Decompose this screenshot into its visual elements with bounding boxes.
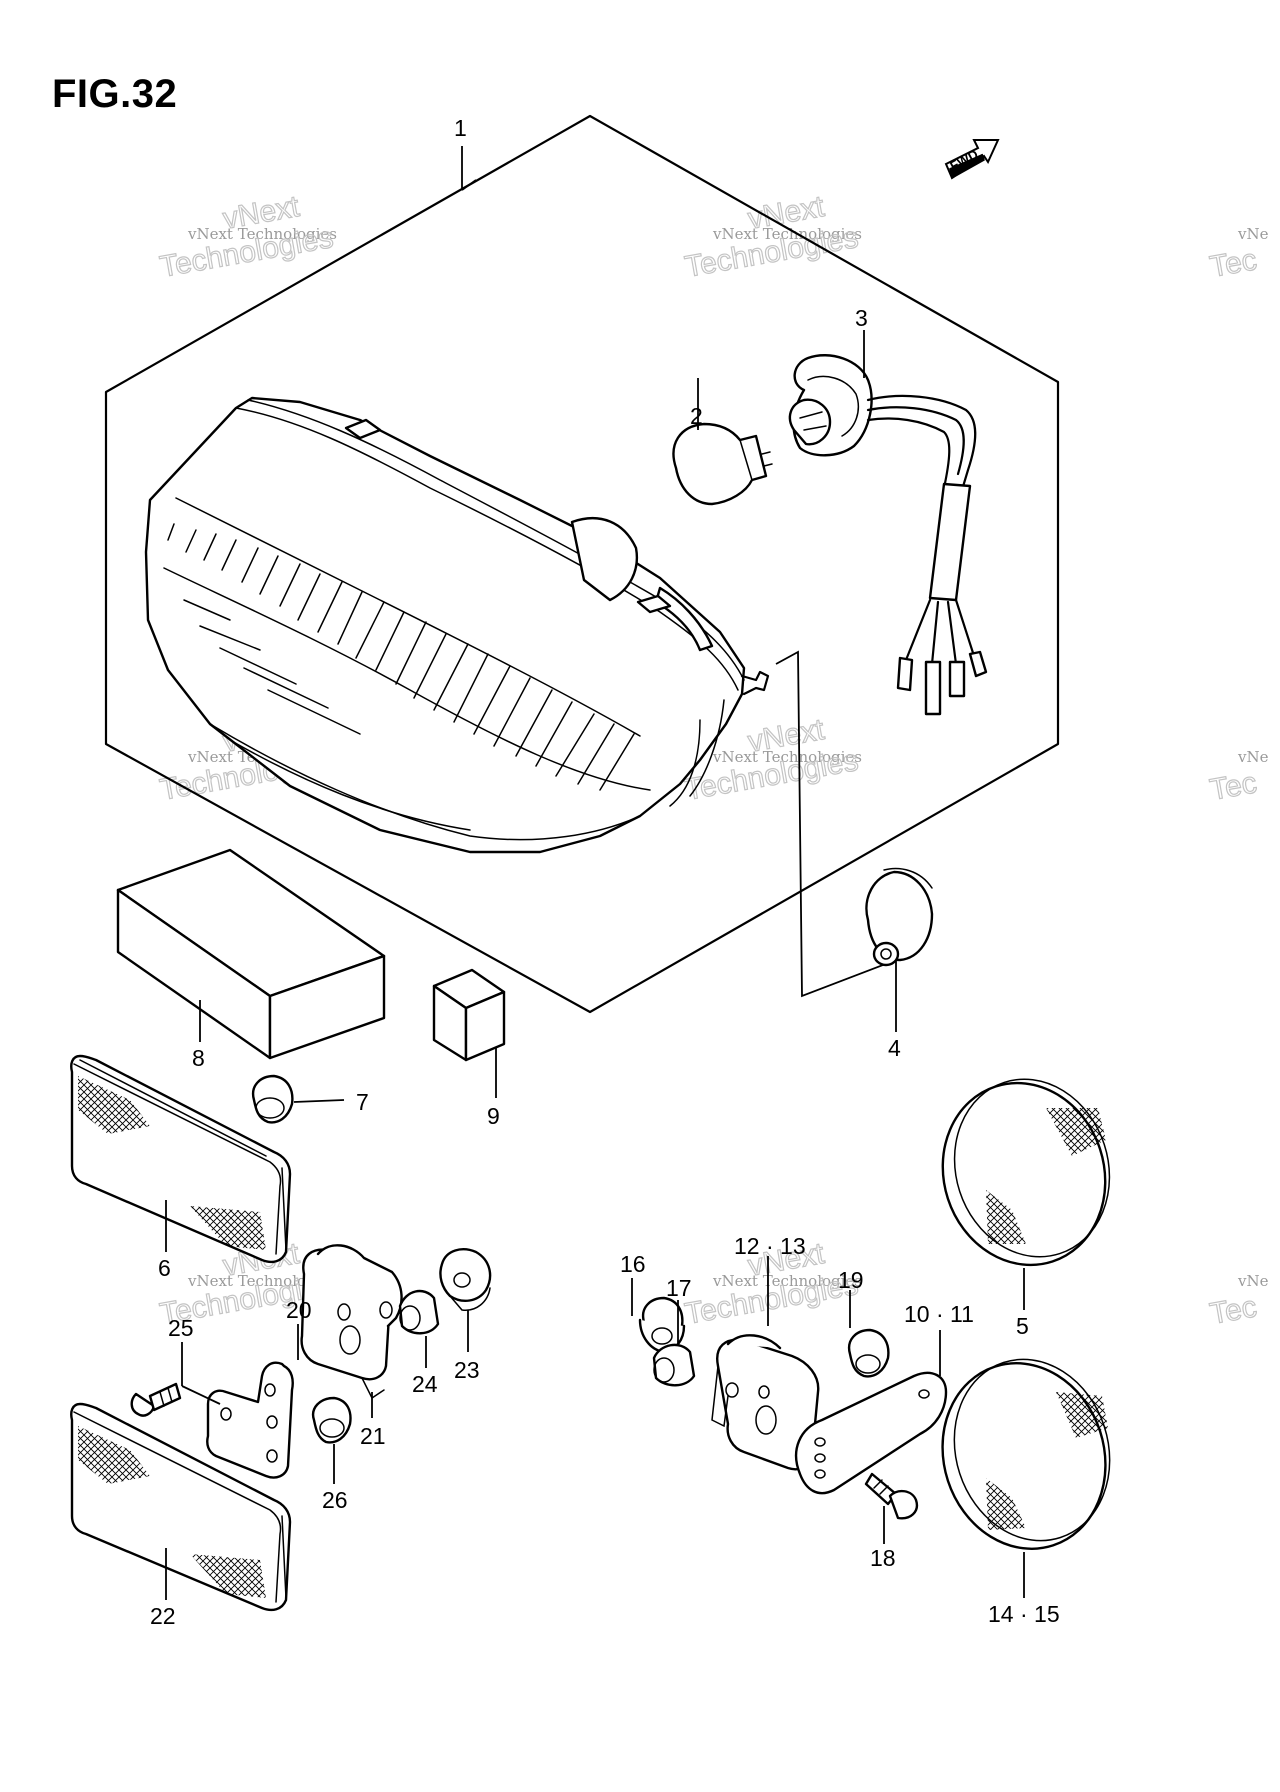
round-reflector-lower: [941, 1358, 1111, 1550]
leader-25-joint: [181, 1385, 221, 1405]
collar-17: [652, 1343, 696, 1387]
leader-1-joint: [461, 179, 477, 191]
leader-4-bracket: [775, 650, 897, 998]
watermark-tagline: vNext Technologies: [187, 225, 337, 243]
callout-12-13: 12 · 13: [734, 1233, 806, 1259]
leader-7: [293, 1099, 345, 1103]
watermark-tagline: vNext Technologies: [712, 225, 862, 243]
side-reflector-upper: [70, 1054, 292, 1264]
fwd-arrow-icon: FWD: [944, 139, 1000, 180]
round-reflector-upper: [941, 1078, 1111, 1267]
assembly-outline: [104, 114, 1060, 1014]
watermark-tagline-cut: vNe: [1237, 225, 1269, 243]
bulb: [672, 422, 773, 506]
callout-24: 24: [412, 1371, 438, 1397]
watermark-tagline: vNext Technologies: [712, 1272, 862, 1290]
nut-26: [311, 1396, 352, 1444]
watermark-brand-cut: Tec: [1207, 1290, 1259, 1331]
callout-2: 2: [690, 403, 703, 429]
callout-22: 22: [150, 1603, 176, 1629]
callout-4: 4: [888, 1035, 901, 1061]
collar-24: [398, 1289, 440, 1335]
callout-7: 7: [356, 1089, 369, 1115]
watermark-tagline-cut: vNe: [1237, 1272, 1269, 1290]
bracket-21: [300, 1244, 403, 1400]
callout-21: 21: [360, 1423, 386, 1449]
callout-14-15: 14 · 15: [988, 1601, 1060, 1627]
callout-23: 23: [454, 1357, 480, 1383]
watermark-tagline: vNext Technologies: [712, 748, 862, 766]
callout-6: 6: [158, 1255, 171, 1281]
callout-25: 25: [168, 1315, 194, 1341]
watermark-brand-cut: Tec: [1207, 766, 1259, 807]
figure-title: FIG.32: [52, 72, 178, 116]
screw-25: [130, 1382, 182, 1417]
nut-23: [439, 1248, 492, 1311]
callout-5: 5: [1016, 1313, 1029, 1339]
callout-26: 26: [322, 1487, 348, 1513]
cushion-cube: [432, 968, 506, 1062]
callout-19: 19: [838, 1267, 864, 1293]
plate-20: [206, 1361, 294, 1479]
socket-harness: [788, 354, 988, 716]
callout-17: 17: [666, 1275, 692, 1301]
callout-1: 1: [454, 115, 467, 141]
side-reflector-lower: [70, 1402, 292, 1612]
callouts: 1 2 3 4 5 6 7 8 9 10 · 11 12 · 13 14 · 1…: [150, 115, 1060, 1629]
foam-block: [116, 848, 386, 1060]
watermark-tagline-cut: vNe: [1237, 748, 1269, 766]
callout-10-11: 10 · 11: [904, 1301, 974, 1327]
callout-8: 8: [192, 1045, 205, 1071]
grommet: [865, 867, 934, 967]
callout-16: 16: [620, 1251, 646, 1277]
callout-18: 18: [870, 1545, 896, 1571]
screw-18: [864, 1472, 919, 1520]
nut-7: [251, 1074, 294, 1124]
plate-10-11: [795, 1371, 948, 1495]
watermark-row-1: vNext Technologies vNext Technologies vN…: [157, 189, 1269, 284]
callout-3: 3: [855, 305, 868, 331]
callout-9: 9: [487, 1103, 500, 1129]
watermark-tagline: vNext Technologies: [187, 1272, 337, 1290]
bracket-12-13: [711, 1334, 820, 1471]
lens-ribs: [167, 523, 635, 791]
tail-lamp-housing: [144, 396, 770, 854]
nut-19: [847, 1328, 890, 1378]
watermark-brand-cut: Tec: [1207, 243, 1259, 284]
callout-20: 20: [286, 1297, 312, 1323]
